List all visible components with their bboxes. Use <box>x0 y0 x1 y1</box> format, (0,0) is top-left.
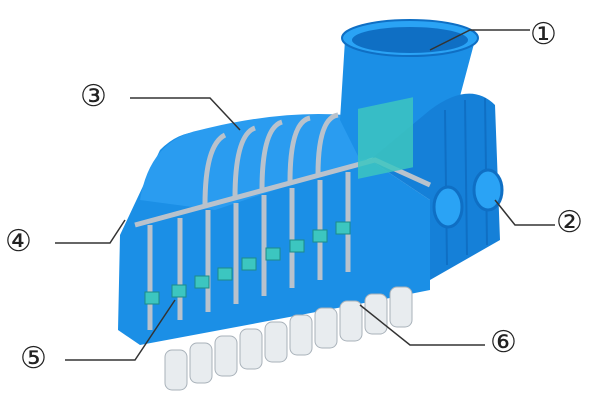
outlet-pipe-1 <box>432 185 464 229</box>
label-1: ① <box>530 17 557 52</box>
valves <box>144 221 351 305</box>
label-2: ② <box>556 205 583 240</box>
control-panel <box>358 97 413 179</box>
label-5: ⑤ <box>20 341 47 376</box>
label-6: ⑥ <box>490 325 517 360</box>
leader-lines <box>55 29 555 361</box>
roof-ribs <box>202 112 339 206</box>
canisters <box>164 286 413 391</box>
label-3: ③ <box>80 79 107 114</box>
label-4: ④ <box>5 224 32 259</box>
